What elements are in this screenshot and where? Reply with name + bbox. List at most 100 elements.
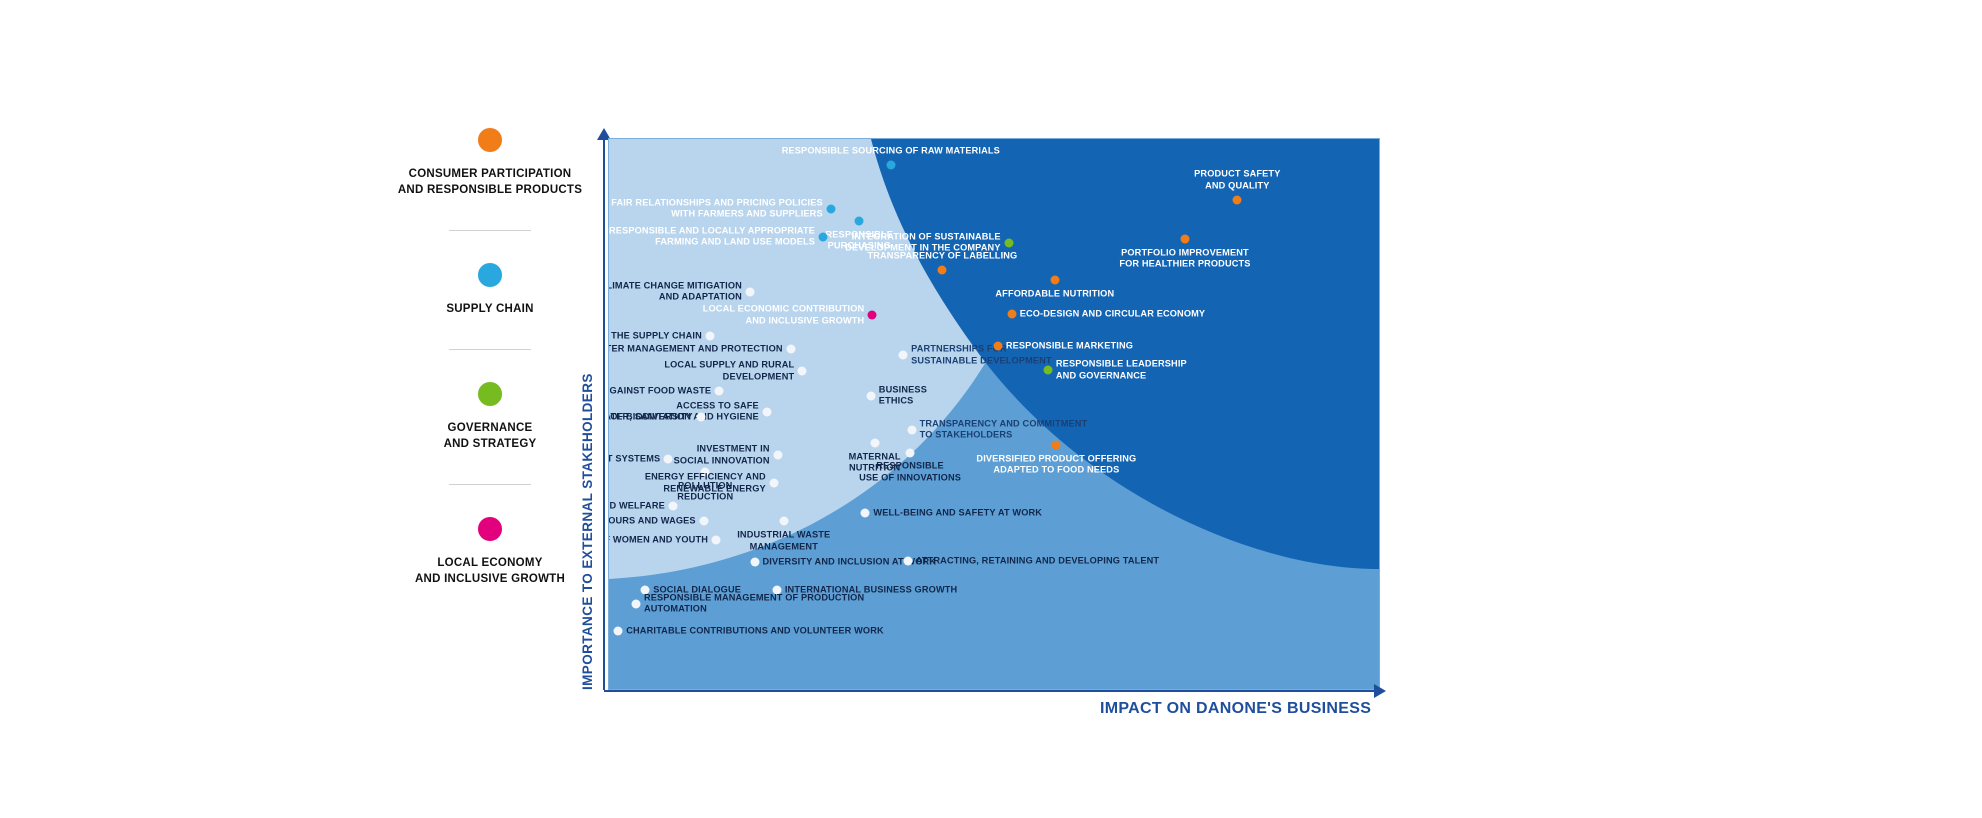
data-point-label: TRANSPARENCY AND COMMITMENT TO STAKEHOLD…	[919, 418, 1088, 440]
data-point[interactable]	[1007, 309, 1017, 319]
data-point[interactable]	[1232, 195, 1242, 205]
legend-separator	[449, 484, 531, 485]
data-point[interactable]	[886, 160, 896, 170]
data-point[interactable]	[668, 501, 678, 511]
data-point-label: SOCIAL DIALOGUE	[653, 584, 742, 595]
data-point[interactable]	[870, 438, 880, 448]
data-point[interactable]	[1004, 238, 1014, 248]
data-point[interactable]	[779, 516, 789, 526]
data-point[interactable]	[797, 366, 807, 376]
data-point-label: DIVERSITY AND INCLUSION AT WORK	[762, 556, 937, 567]
data-point-label: RESPONSIBLE AND LOCALLY APPROPRIATE FARM…	[609, 225, 816, 247]
data-point[interactable]	[867, 310, 877, 320]
data-point[interactable]	[1051, 440, 1061, 450]
data-point-label: RESPONSIBLE MANAGEMENT OF PRODUCTION AUT…	[643, 592, 865, 614]
data-point[interactable]	[762, 407, 772, 417]
data-point-label: RESPONSIBLE MARKETING	[1005, 340, 1134, 351]
data-point[interactable]	[1050, 275, 1060, 285]
data-point[interactable]	[714, 386, 724, 396]
data-point[interactable]	[769, 478, 779, 488]
data-point[interactable]	[696, 412, 706, 422]
data-point-label: CLIMATE CHANGE MITIGATION AND ADAPTATION	[609, 280, 742, 302]
data-point[interactable]	[903, 556, 913, 566]
data-point[interactable]	[818, 232, 828, 242]
data-point[interactable]	[826, 204, 836, 214]
data-point[interactable]	[993, 341, 1003, 351]
plot-area: RESPONSIBLE SOURCING OF RAW MATERIALS PRO…	[608, 138, 1380, 690]
data-point[interactable]	[711, 535, 721, 545]
legend-color-dot	[478, 263, 502, 287]
data-point-label: ATTRACTING, RETAINING AND DEVELOPING TAL…	[915, 555, 1160, 566]
data-point-label: INTERNATIONAL BUSINESS GROWTH	[784, 584, 958, 595]
data-point[interactable]	[1180, 234, 1190, 244]
data-point-label: HUMAN RIGHTS IN THE SUPPLY CHAIN	[611, 330, 702, 341]
legend-color-dot	[478, 517, 502, 541]
data-point[interactable]	[663, 454, 673, 464]
data-point[interactable]	[898, 350, 908, 360]
data-point[interactable]	[854, 216, 864, 226]
y-axis-arrow-icon	[597, 128, 611, 140]
data-point-label: FAIR RELATIONSHIPS AND PRICING POLICIES …	[611, 197, 823, 219]
data-point-label: INTEGRATION OF SUSTAINABLE DEVELOPMENT I…	[845, 231, 1001, 253]
data-point[interactable]	[640, 585, 650, 595]
data-point[interactable]	[866, 391, 876, 401]
data-point-label: RESPONSIBLE USE OF INNOVATIONS	[859, 460, 962, 483]
legend-separator	[449, 349, 531, 350]
materiality-zones	[609, 139, 1379, 689]
data-point[interactable]	[700, 467, 710, 477]
data-point-label: INDUSTRIAL WASTE MANAGEMENT	[737, 529, 831, 552]
legend-color-dot	[478, 382, 502, 406]
data-point-label: AFFORDABLE NUTRITION	[995, 288, 1115, 299]
data-point[interactable]	[699, 516, 709, 526]
data-point-label: PROTECTION OF BIODIVERSITY	[610, 411, 693, 421]
y-axis-line	[603, 138, 605, 690]
data-point-label: ENERGY EFFICIENCY AND RENEWABLE ENERGY	[644, 471, 766, 494]
data-point[interactable]	[905, 448, 915, 457]
data-point-label: WATER MANAGEMENT AND PROTECTION	[608, 343, 783, 354]
data-point-label: ECO-DESIGN AND CIRCULAR ECONOMY	[1019, 308, 1206, 319]
data-point[interactable]	[745, 287, 755, 297]
x-axis-label: IMPACT ON DANONE'S BUSINESS	[1100, 700, 1372, 717]
data-point-label: FAIR WORKING HOURS AND WAGES	[608, 515, 696, 526]
legend-item[interactable]: SUPPLY CHAIN	[378, 263, 602, 317]
data-point[interactable]	[631, 599, 641, 609]
data-point[interactable]	[705, 331, 715, 341]
data-point-label: POLLUTION REDUCTION	[677, 480, 734, 502]
data-point-label: MATERNAL NUTRITION	[848, 451, 901, 473]
data-point-label: LOCAL ECONOMIC CONTRIBUTION AND INCLUSIV…	[702, 303, 865, 326]
data-point-label: TRANSPARENCY OF LABELLING	[867, 250, 1018, 261]
legend-separator	[449, 230, 531, 231]
data-point[interactable]	[937, 265, 947, 275]
data-point-label: INVESTMENT IN SOCIAL INNOVATION	[673, 443, 770, 466]
data-point[interactable]	[860, 508, 870, 518]
data-point-label: ANIMAL HEALTH AND WELFARE	[609, 500, 665, 511]
data-point-label: BUSINESS ETHICS	[878, 384, 927, 406]
data-point[interactable]	[773, 450, 783, 460]
legend-item-label: SUPPLY CHAIN	[446, 303, 534, 315]
data-point-label: PRODUCT SAFETY AND QUALITY	[1194, 168, 1281, 191]
x-axis-line	[604, 690, 1374, 692]
data-point[interactable]	[613, 626, 623, 636]
data-point-label: PORTFOLIO IMPROVEMENT FOR HEALTHIER PROD…	[1119, 247, 1251, 269]
data-point-label: RESPONSIBLE SOURCING OF RAW MATERIALS	[781, 145, 1000, 156]
zone-high-materiality	[871, 139, 1379, 569]
data-point-label: LOCAL SUPPLY AND RURAL DEVELOPMENT	[664, 359, 795, 382]
x-axis-arrow-icon	[1374, 684, 1386, 698]
data-point[interactable]	[772, 585, 782, 595]
data-point[interactable]	[1043, 365, 1053, 375]
data-point[interactable]	[907, 425, 917, 435]
data-point[interactable]	[786, 344, 796, 354]
data-point-label: WELL-BEING AND SAFETY AT WORK	[873, 507, 1043, 518]
y-axis-label: IMPORTANCE TO EXTERNAL STAKEHOLDERS	[579, 373, 595, 690]
data-point-label: CHARITABLE CONTRIBUTIONS AND VOLUNTEER W…	[626, 625, 884, 636]
data-point[interactable]	[750, 557, 760, 567]
data-point-label: EMPOWERMENT OF WOMEN AND YOUTH	[609, 534, 709, 545]
